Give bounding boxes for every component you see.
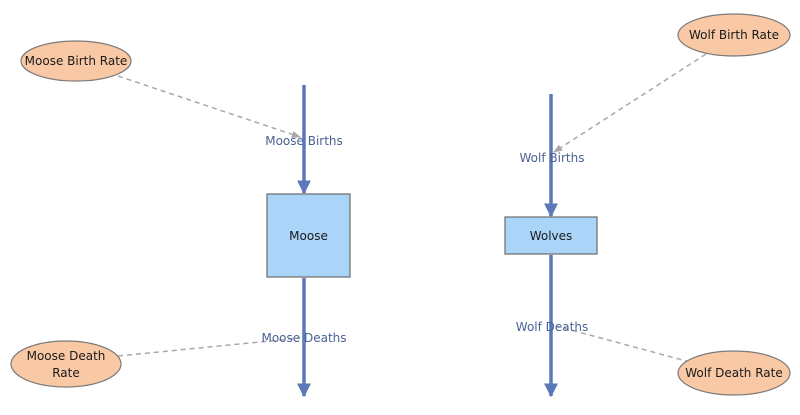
connector-moose-birth-rate-to-moose-births <box>117 75 301 138</box>
flow-label-wolf-deaths[interactable]: Wolf Deaths <box>516 320 588 334</box>
variable-wolf-death-rate[interactable]: Wolf Death Rate <box>677 350 791 396</box>
connector-wolf-birth-rate-to-wolf-births <box>553 53 707 153</box>
stock-wolves-label: Wolves <box>530 229 573 243</box>
variable-moose-death-rate[interactable]: Moose Death Rate <box>10 340 122 388</box>
variable-wolf-death-rate-label: Wolf Death Rate <box>685 366 783 380</box>
flow-label-moose-deaths[interactable]: Moose Deaths <box>261 331 346 345</box>
variable-moose-death-rate-label-line2: Rate <box>52 366 80 380</box>
stock-moose-label: Moose <box>289 229 328 243</box>
variable-wolf-birth-rate-label: Wolf Birth Rate <box>689 28 779 42</box>
flow-label-moose-births[interactable]: Moose Births <box>265 134 343 148</box>
stock-moose[interactable]: Moose <box>266 193 351 278</box>
variable-moose-death-rate-label-line1: Moose Death <box>27 349 106 363</box>
variable-moose-birth-rate[interactable]: Moose Birth Rate <box>20 40 132 82</box>
stock-wolves[interactable]: Wolves <box>504 216 598 255</box>
variable-wolf-birth-rate[interactable]: Wolf Birth Rate <box>677 13 791 57</box>
flow-label-wolf-births[interactable]: Wolf Births <box>520 151 585 165</box>
variable-moose-birth-rate-label: Moose Birth Rate <box>25 54 128 68</box>
connector-moose-death-rate-to-moose-deaths <box>117 337 301 357</box>
